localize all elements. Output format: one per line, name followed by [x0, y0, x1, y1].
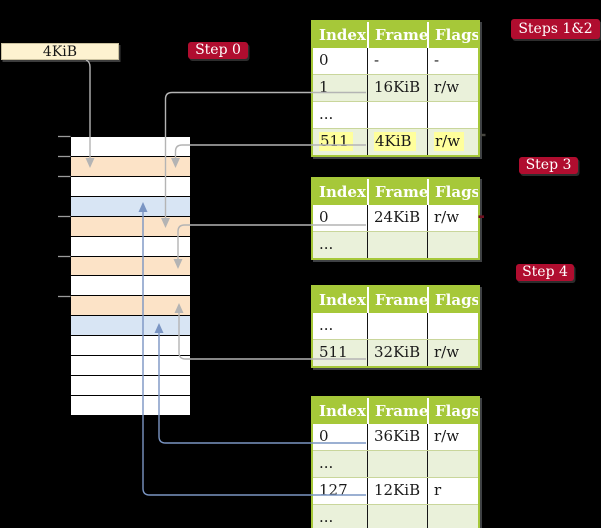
step-3-text: Step 3 — [525, 157, 572, 173]
column-header-flags: Flags — [427, 22, 478, 48]
page-table-step3: Index Frame Flags 0 24KiB r/w ... — [311, 177, 480, 260]
memory-row-3-data — [71, 196, 190, 217]
step-4-text: Step 4 — [522, 264, 568, 280]
table-cell: r/w — [427, 340, 478, 366]
memory-row-4-pagetable — [71, 216, 190, 237]
column-header-frame: Frame — [367, 287, 427, 313]
table-row: 1 16KiB r/w — [313, 74, 478, 101]
memory-row-5-free — [71, 236, 190, 257]
memory-row-8-pagetable — [71, 296, 190, 317]
table-cell: ... — [319, 454, 334, 472]
table-cell: 1 — [319, 78, 329, 96]
table-cell: ... — [319, 105, 334, 123]
table-cell: 36KiB — [367, 424, 427, 450]
memory-row-11-free — [71, 356, 190, 377]
memory-row-6-pagetable — [71, 256, 190, 277]
column-header-flags: Flags — [427, 398, 478, 424]
highlight: r/w — [434, 132, 465, 151]
table-cell: r/w — [427, 424, 478, 450]
column-header-index: Index — [319, 291, 366, 309]
memory-row-1-pagetable — [71, 156, 190, 177]
memory-row-12-free — [71, 376, 190, 396]
table-row: ... — [313, 504, 478, 528]
column-header-index: Index — [319, 26, 366, 44]
table-cell: ... — [319, 508, 334, 526]
page-table-step4-upper: Index Frame Flags ... 511 32KiB r/w — [311, 285, 480, 368]
table-cell — [427, 102, 478, 128]
column-header-flags: Flags — [427, 287, 478, 313]
table-header-row: Index Frame Flags — [313, 398, 478, 424]
highlight: 511 — [319, 132, 353, 151]
memory-row-2-free — [71, 176, 190, 197]
table-row: ... — [313, 101, 478, 128]
table-cell: r/w — [427, 205, 478, 231]
table-cell: 0 — [319, 427, 329, 445]
table-row: 0 24KiB r/w — [313, 205, 478, 231]
table-row: ... — [313, 231, 478, 258]
table-cell: 511 — [319, 343, 348, 361]
table-cell — [427, 505, 478, 528]
table-cell: r — [427, 478, 478, 504]
table-cell: 127 — [319, 481, 348, 499]
table-cell: - — [367, 48, 427, 74]
table-cell: 16KiB — [367, 75, 427, 101]
table-cell: 12KiB — [367, 478, 427, 504]
table-cell — [427, 232, 478, 258]
memory-row-7-free — [71, 276, 190, 297]
page-size-box: 4KiB — [1, 43, 119, 60]
column-header-frame: Frame — [367, 398, 427, 424]
table-cell: r/w — [427, 129, 478, 155]
column-header-index: Index — [319, 183, 366, 201]
memory-row-10-free — [71, 336, 190, 357]
table-cell: 24KiB — [367, 205, 427, 231]
page-table-root: Index Frame Flags 0 - - 1 16KiB r/w ... … — [311, 20, 480, 157]
table-cell — [367, 313, 427, 339]
table-row: 127 12KiB r — [313, 477, 478, 504]
table-cell — [367, 505, 427, 528]
memory-boundary-ticks — [58, 135, 71, 298]
table-header-row: Index Frame Flags — [313, 22, 478, 48]
table-cell: 511 — [313, 129, 367, 155]
table-cell: 32KiB — [367, 340, 427, 366]
memory-row-13-free — [71, 395, 190, 415]
table-row: 0 36KiB r/w — [313, 424, 478, 450]
step-3-label: Step 3 — [519, 157, 578, 174]
column-header-flags: Flags — [427, 179, 478, 205]
table-row: ... — [313, 313, 478, 339]
step-4-label: Step 4 — [516, 264, 574, 281]
column-header-frame: Frame — [367, 22, 427, 48]
memory-row-9-data — [71, 316, 190, 337]
table-row-highlighted: 511 4KiB r/w — [313, 128, 478, 155]
table-cell: - — [427, 48, 478, 74]
table-cell — [367, 451, 427, 477]
table-cell: ... — [319, 316, 334, 334]
stray-dash — [480, 133, 486, 137]
column-header-frame: Frame — [367, 179, 427, 205]
table-row: ... — [313, 450, 478, 477]
highlight: 4KiB — [374, 132, 416, 151]
steps-1-2-label: Steps 1&2 — [511, 19, 600, 39]
table-cell: 4KiB — [367, 129, 427, 155]
steps-1-2-text: Steps 1&2 — [518, 21, 593, 37]
page-table-leaf: Index Frame Flags 0 36KiB r/w ... 127 12… — [311, 396, 480, 528]
table-header-row: Index Frame Flags — [313, 287, 478, 313]
table-cell — [367, 102, 427, 128]
table-cell: r/w — [427, 75, 478, 101]
table-cell — [367, 232, 427, 258]
table-cell — [427, 451, 478, 477]
table-row: 0 - - — [313, 48, 478, 74]
column-header-index: Index — [319, 402, 366, 420]
table-row: 511 32KiB r/w — [313, 339, 478, 366]
page-size-label: 4KiB — [42, 43, 78, 60]
step-0-label: Step 0 — [188, 42, 248, 59]
table-cell: ... — [319, 235, 334, 253]
table-header-row: Index Frame Flags — [313, 179, 478, 205]
physical-memory-column — [70, 136, 191, 416]
step-0-text: Step 0 — [195, 42, 241, 58]
table-cell — [427, 313, 478, 339]
table-cell: 0 — [319, 208, 329, 226]
memory-row-0-free — [71, 137, 190, 157]
table-cell: 0 — [319, 51, 329, 69]
